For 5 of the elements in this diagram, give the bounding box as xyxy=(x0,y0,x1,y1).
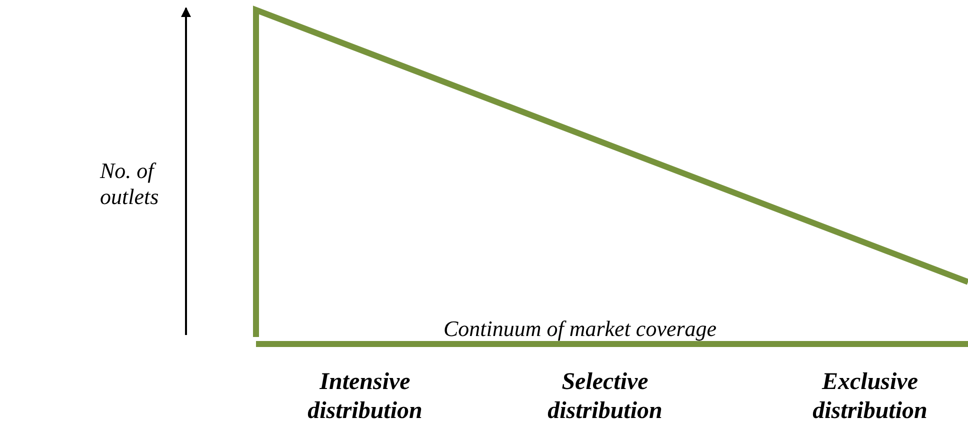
category-label: Selective distribution xyxy=(546,368,664,426)
category-label: Exclusive distribution xyxy=(812,368,928,426)
axis-label: No. of outlets xyxy=(100,158,160,211)
axis-label: Continuum of market coverage xyxy=(442,316,718,342)
category-label: Intensive distribution xyxy=(306,368,424,426)
